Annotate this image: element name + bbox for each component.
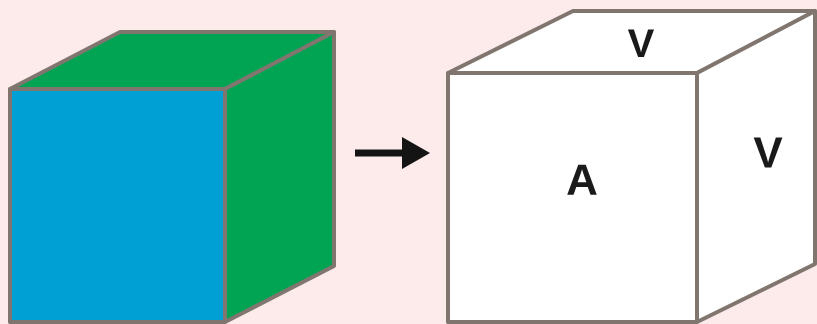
lettered-cube-front-face <box>446 71 699 324</box>
colored-cube-front-face <box>8 87 227 324</box>
colored-cube <box>8 30 336 324</box>
lettered-cube: V A V <box>446 9 817 324</box>
arrow-right-icon <box>355 137 430 169</box>
top-face-label: V <box>628 22 655 66</box>
front-face-label: A <box>566 156 598 205</box>
right-face-label: V <box>753 129 783 178</box>
arrow-head <box>402 137 430 169</box>
